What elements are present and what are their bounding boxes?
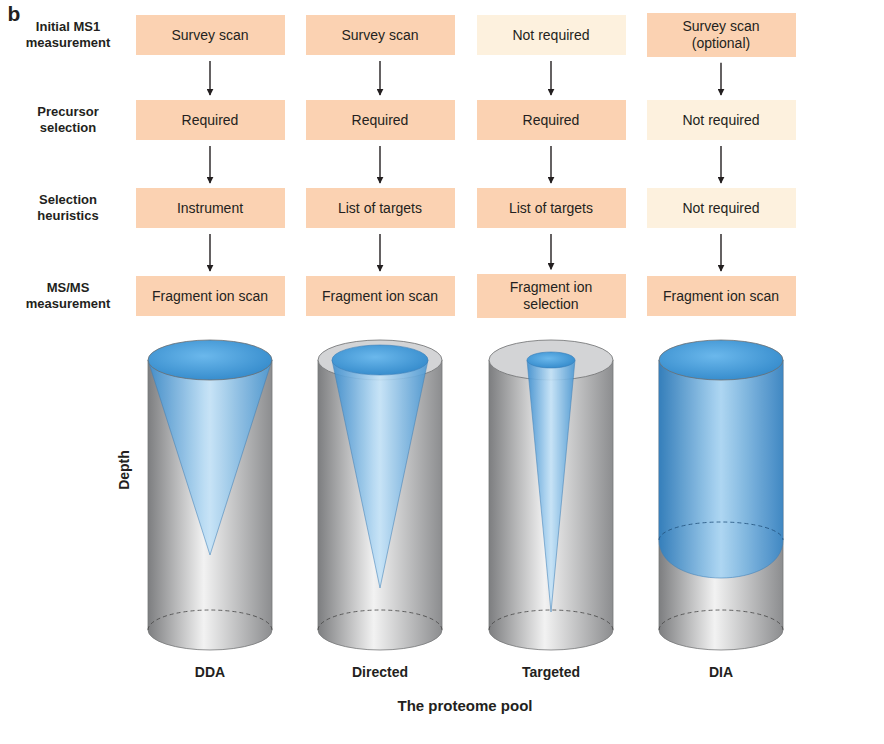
step-box: Required: [136, 100, 285, 140]
flow-arrow: [720, 234, 721, 271]
step-box: Fragment ion scan: [647, 276, 796, 316]
step-text: Fragment ion scan: [152, 288, 268, 305]
pale-step-box: Not required: [647, 188, 796, 228]
row-label: MS/MS measurement: [16, 280, 121, 311]
step-text: Fragment ion scan: [322, 288, 438, 305]
flow-arrow: [379, 234, 380, 271]
label-text: The proteome pool: [398, 697, 533, 715]
axis-label: Depth: [116, 450, 133, 490]
pale-step-box: Not required: [647, 100, 796, 140]
step-text: Required: [182, 112, 239, 129]
label-text: b: [8, 1, 21, 26]
flow-arrow: [209, 234, 210, 271]
label-text: Selection heuristics: [16, 192, 121, 223]
step-box: Fragment ion selection: [477, 274, 626, 318]
flow-arrow: [720, 63, 721, 95]
flow-arrow: [550, 61, 551, 95]
row-label: Selection heuristics: [16, 192, 121, 223]
flow-arrow: [720, 146, 721, 183]
step-box: List of targets: [306, 188, 455, 228]
step-text: Survey scan: [341, 27, 418, 44]
step-text: Not required: [512, 27, 589, 44]
row-label: Precursor selection: [16, 104, 121, 135]
step-text: List of targets: [509, 200, 593, 217]
step-text: List of targets: [338, 200, 422, 217]
row-label: Initial MS1 measurement: [16, 19, 121, 50]
targeted-cylinder: [489, 340, 613, 650]
column-label: Targeted: [522, 664, 580, 681]
step-box: Survey scan: [306, 15, 455, 55]
label-text: Targeted: [522, 664, 580, 681]
step-text: Instrument: [177, 200, 243, 217]
step-text: Not required: [682, 112, 759, 129]
label-text: MS/MS measurement: [16, 280, 121, 311]
column-label: DDA: [195, 664, 225, 681]
step-box: Fragment ion scan: [306, 276, 455, 316]
flow-arrow: [550, 234, 551, 269]
flow-arrow: [209, 61, 210, 95]
label-text: Depth: [116, 450, 133, 490]
flow-arrow: [379, 61, 380, 95]
step-box: Fragment ion scan: [136, 276, 285, 316]
figure-label: The proteome pool: [398, 697, 533, 715]
pale-step-box: Not required: [477, 15, 626, 55]
step-box: Survey scan: [136, 15, 285, 55]
flow-arrow: [379, 146, 380, 183]
step-text: Required: [352, 112, 409, 129]
flow-arrow: [209, 146, 210, 183]
step-text: Not required: [682, 200, 759, 217]
step-box: Survey scan (optional): [647, 13, 796, 57]
step-box: Instrument: [136, 188, 285, 228]
directed-cylinder: [318, 340, 442, 650]
label-text: Initial MS1 measurement: [16, 19, 121, 50]
label-text: DDA: [195, 664, 225, 681]
dia-cylinder: [659, 340, 783, 650]
panel-letter: b: [8, 1, 21, 26]
dda-cylinder: [148, 340, 272, 650]
step-text: Required: [523, 112, 580, 129]
label-text: Directed: [352, 664, 408, 681]
column-label: DIA: [709, 664, 733, 681]
step-box: Required: [306, 100, 455, 140]
step-box: Required: [477, 100, 626, 140]
flow-arrow: [550, 146, 551, 183]
column-label: Directed: [352, 664, 408, 681]
step-text: Survey scan: [171, 27, 248, 44]
label-text: DIA: [709, 664, 733, 681]
step-text: Survey scan (optional): [653, 18, 790, 52]
step-text: Fragment ion selection: [483, 279, 620, 313]
label-text: Precursor selection: [16, 104, 121, 135]
step-text: Fragment ion scan: [663, 288, 779, 305]
step-box: List of targets: [477, 188, 626, 228]
